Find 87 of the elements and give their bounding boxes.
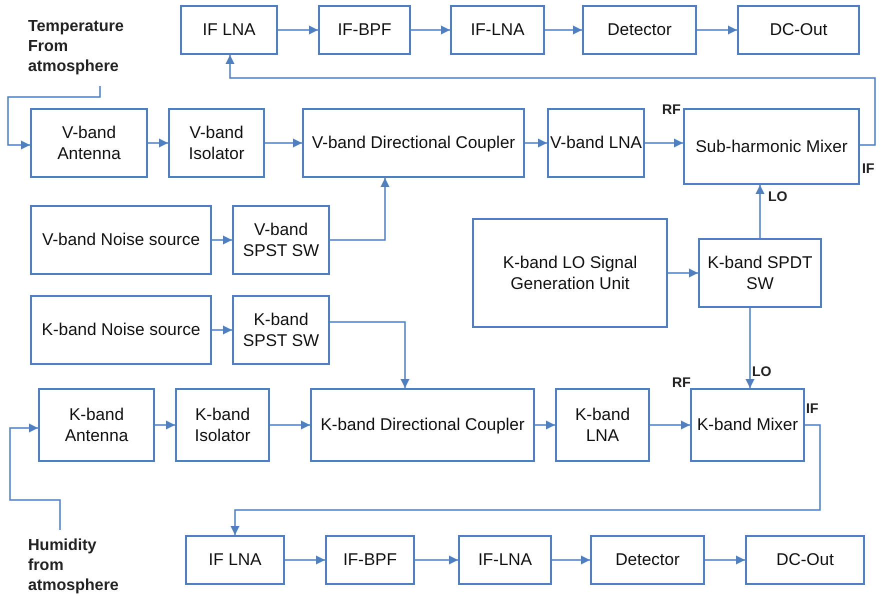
port-label: LO: [752, 363, 772, 379]
block-label: K-band Noise source: [42, 319, 200, 341]
source-label: Humidity from atmosphere: [28, 530, 128, 602]
block-label: K-band Directional Coupler: [320, 414, 525, 436]
port-label: RF: [662, 101, 681, 117]
arrow: [330, 178, 390, 241]
block-box: [185, 535, 285, 585]
block-label: V-band Noise source: [42, 229, 200, 251]
arrow: [270, 420, 310, 430]
block-label: IF LNA: [202, 19, 256, 41]
arrow: [411, 26, 450, 34]
block-box: [30, 295, 212, 365]
block-label: IF-LNA: [470, 19, 524, 41]
block-box: [450, 5, 545, 55]
block-box: [690, 388, 805, 462]
port-label: RF: [672, 374, 691, 390]
arrow: [212, 326, 232, 334]
port-label: LO: [768, 188, 788, 204]
block-box: [310, 388, 535, 462]
block-label: V-band Antenna: [56, 122, 122, 164]
arrow: [645, 138, 683, 148]
arrow: [9, 424, 61, 530]
arrow: [746, 308, 754, 388]
block-label: Detector: [615, 549, 680, 571]
block-label: DC-Out: [770, 19, 828, 41]
arrow: [226, 55, 876, 146]
block-label: Sub-harmonic Mixer: [695, 136, 848, 158]
arrow: [545, 26, 582, 34]
block-label: V-band LNA: [550, 132, 642, 154]
block-box: [698, 238, 822, 308]
block-box: [180, 5, 278, 55]
block-box: [745, 535, 865, 585]
block-label: V-band Directional Coupler: [312, 132, 516, 154]
block-box: [547, 108, 645, 178]
block-box: [737, 5, 860, 55]
arrow: [535, 420, 555, 430]
block-label: V-band SPST SW: [242, 218, 320, 262]
block-label: V-band Isolator: [188, 122, 246, 164]
block-box: [318, 5, 411, 55]
block-box: [175, 388, 270, 462]
block-box: [30, 205, 212, 275]
block-box: [590, 535, 705, 585]
block-box: [232, 295, 330, 365]
arrow: [265, 138, 302, 148]
block-label: K-band SPDT SW: [706, 252, 814, 294]
block-box: [302, 108, 525, 178]
arrow: [668, 268, 698, 278]
block-label: IF LNA: [208, 549, 262, 571]
block-label: Detector: [607, 19, 672, 41]
arrow: [155, 420, 175, 430]
block-label: K-band LNA: [574, 404, 631, 446]
block-label: IF-LNA: [478, 549, 532, 571]
arrow: [7, 86, 101, 150]
arrow: [230, 424, 821, 535]
block-label: K-band LO Signal Generation Unit: [502, 252, 638, 294]
arrow: [552, 556, 590, 564]
block-label: IF-BPF: [338, 19, 392, 41]
arrow: [330, 321, 410, 388]
block-box: [232, 205, 330, 275]
arrow: [212, 236, 232, 244]
block-box: [325, 535, 415, 585]
arrow: [650, 420, 690, 430]
block-box: [168, 108, 265, 178]
block-label: IF-BPF: [343, 549, 397, 571]
block-label: K-band SPST SW: [242, 308, 320, 352]
arrow: [278, 26, 318, 34]
arrow: [148, 138, 168, 148]
block-box: [472, 218, 668, 328]
block-box: [458, 535, 552, 585]
arrow: [697, 26, 737, 34]
arrow: [525, 138, 547, 148]
block-label: K-band Isolator: [194, 404, 252, 446]
block-box: [683, 108, 860, 185]
port-label: IF: [806, 400, 818, 416]
block-label: DC-Out: [776, 549, 834, 571]
arrow: [756, 185, 764, 238]
block-box: [582, 5, 697, 55]
block-box: [30, 108, 148, 178]
port-label: IF: [862, 160, 874, 176]
block-label: K-band Mixer: [696, 414, 798, 436]
block-box: [38, 388, 155, 462]
arrow: [285, 556, 325, 564]
block-box: [555, 388, 650, 462]
arrow: [415, 556, 458, 564]
source-label: Temperature From atmosphere: [28, 8, 148, 86]
arrow: [705, 556, 745, 564]
block-label: K-band Antenna: [64, 404, 130, 446]
